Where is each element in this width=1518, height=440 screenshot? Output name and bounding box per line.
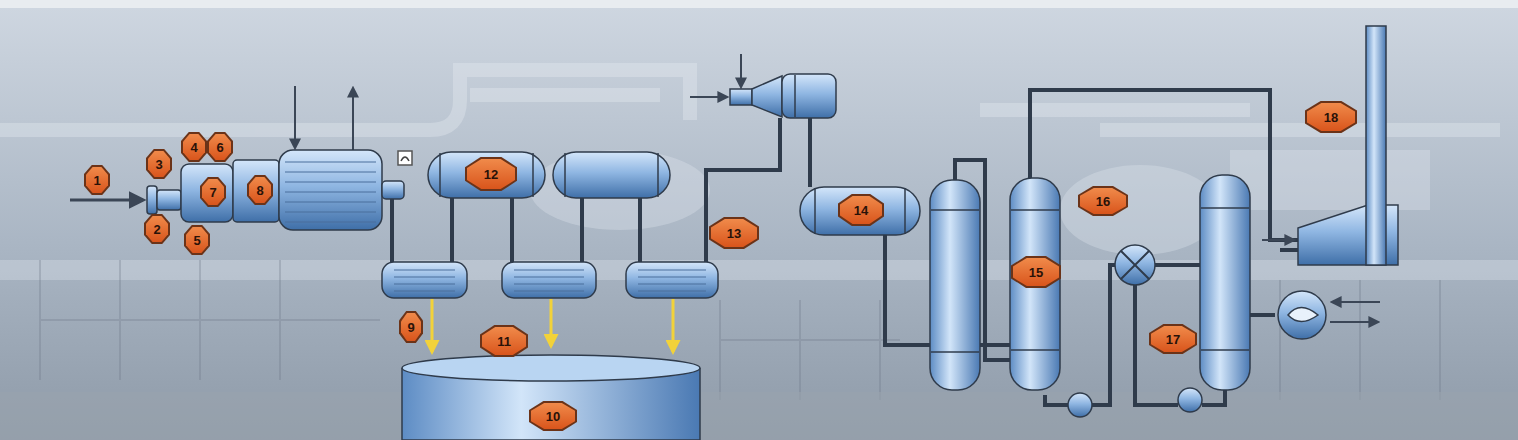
callout-badge: 16 [1078, 186, 1128, 216]
callout-badge: 5 [184, 225, 210, 255]
callout-number: 6 [207, 132, 233, 162]
callout-badge: 10 [529, 401, 577, 431]
callout-badge: 18 [1305, 101, 1357, 133]
callout-badge: 13 [709, 217, 759, 249]
callout-number: 7 [200, 177, 226, 207]
callout-badge: 11 [480, 325, 528, 357]
callout-badge: 9 [399, 311, 423, 343]
callout-number: 10 [529, 401, 577, 431]
callout-badge: 2 [144, 214, 170, 244]
callout-badge: 4 [181, 132, 207, 162]
callout-badge: 15 [1011, 256, 1061, 288]
callout-badge: 6 [207, 132, 233, 162]
callout-badge: 14 [838, 194, 884, 226]
callout-badge: 7 [200, 177, 226, 207]
callout-number: 13 [709, 217, 759, 249]
callout-number: 18 [1305, 101, 1357, 133]
callout-badge: 17 [1149, 324, 1197, 354]
callout-number: 11 [480, 325, 528, 357]
callout-number: 4 [181, 132, 207, 162]
callout-number: 2 [144, 214, 170, 244]
callout-number: 14 [838, 194, 884, 226]
callout-number: 15 [1011, 256, 1061, 288]
callout-badge: 3 [146, 149, 172, 179]
callout-number: 5 [184, 225, 210, 255]
callout-number: 8 [247, 175, 273, 205]
callout-number: 3 [146, 149, 172, 179]
callout-number: 16 [1078, 186, 1128, 216]
callout-badge: 8 [247, 175, 273, 205]
callout-number: 9 [399, 311, 423, 343]
callout-badge: 12 [465, 157, 517, 191]
callout-number: 1 [84, 165, 110, 195]
callout-badge: 1 [84, 165, 110, 195]
callout-number: 17 [1149, 324, 1197, 354]
callout-number: 12 [465, 157, 517, 191]
